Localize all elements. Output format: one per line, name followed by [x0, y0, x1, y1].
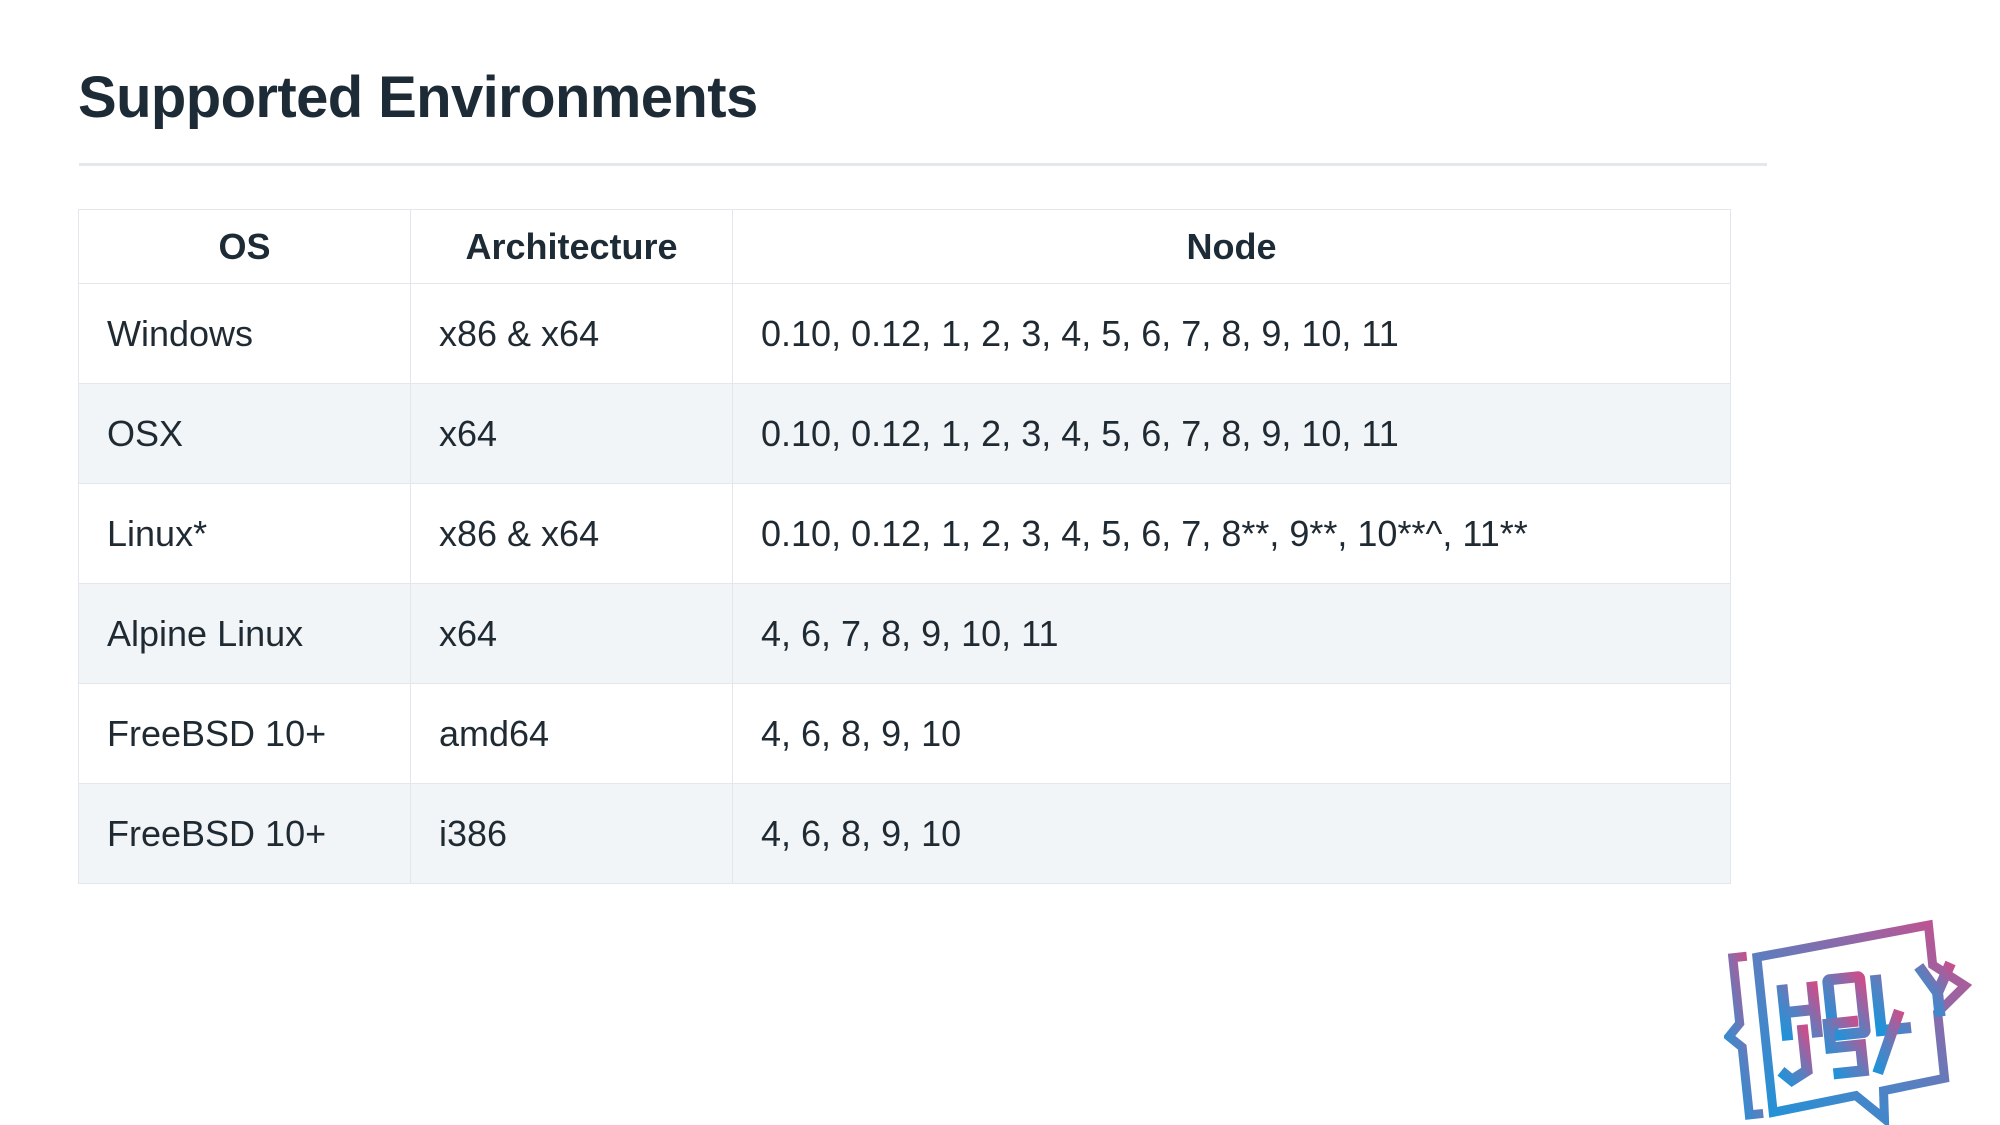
cell-os: Linux*: [78, 482, 411, 584]
cell-node: 0.10, 0.12, 1, 2, 3, 4, 5, 6, 7, 8**, 9*…: [732, 482, 1731, 584]
table-container: OS Architecture Node Windows x86 & x64 0…: [78, 208, 1731, 884]
cell-os: Windows: [78, 282, 411, 384]
cell-os: FreeBSD 10+: [78, 682, 411, 784]
table-row: Windows x86 & x64 0.10, 0.12, 1, 2, 3, 4…: [78, 282, 1731, 384]
cell-arch: x86 & x64: [410, 482, 733, 584]
cell-os: Alpine Linux: [78, 582, 411, 684]
table-row: Linux* x86 & x64 0.10, 0.12, 1, 2, 3, 4,…: [78, 482, 1731, 584]
cell-os: OSX: [78, 382, 411, 484]
slide-content: Supported Environments OS Architecture N…: [78, 65, 1768, 884]
title-divider: [79, 162, 1767, 166]
cell-node: 0.10, 0.12, 1, 2, 3, 4, 5, 6, 7, 8, 9, 1…: [732, 282, 1731, 384]
cell-arch: i386: [410, 782, 733, 884]
holyjs-logo: [1724, 915, 1992, 1125]
cell-node: 4, 6, 7, 8, 9, 10, 11: [732, 582, 1731, 684]
cell-arch: amd64: [410, 682, 733, 784]
table-header-row: OS Architecture Node: [78, 208, 1731, 284]
holyjs-logo-icon: [1724, 919, 1973, 1125]
cell-node: 4, 6, 8, 9, 10: [732, 782, 1731, 884]
column-header-arch: Architecture: [410, 208, 733, 284]
column-header-node: Node: [732, 208, 1731, 284]
cell-os: FreeBSD 10+: [78, 782, 411, 884]
cell-node: 0.10, 0.12, 1, 2, 3, 4, 5, 6, 7, 8, 9, 1…: [732, 382, 1731, 484]
cell-node: 4, 6, 8, 9, 10: [732, 682, 1731, 784]
cell-arch: x64: [410, 382, 733, 484]
table-row: OSX x64 0.10, 0.12, 1, 2, 3, 4, 5, 6, 7,…: [78, 382, 1731, 484]
table-row: FreeBSD 10+ i386 4, 6, 8, 9, 10: [78, 782, 1731, 884]
cell-arch: x64: [410, 582, 733, 684]
table-row: Alpine Linux x64 4, 6, 7, 8, 9, 10, 11: [78, 582, 1731, 684]
column-header-os: OS: [78, 208, 411, 284]
table-header: OS Architecture Node: [78, 208, 1731, 284]
table-row: FreeBSD 10+ amd64 4, 6, 8, 9, 10: [78, 682, 1731, 784]
cell-arch: x86 & x64: [410, 282, 733, 384]
supported-environments-table: OS Architecture Node Windows x86 & x64 0…: [78, 208, 1731, 884]
page-title: Supported Environments: [78, 65, 758, 130]
table-body: Windows x86 & x64 0.10, 0.12, 1, 2, 3, 4…: [78, 282, 1731, 884]
